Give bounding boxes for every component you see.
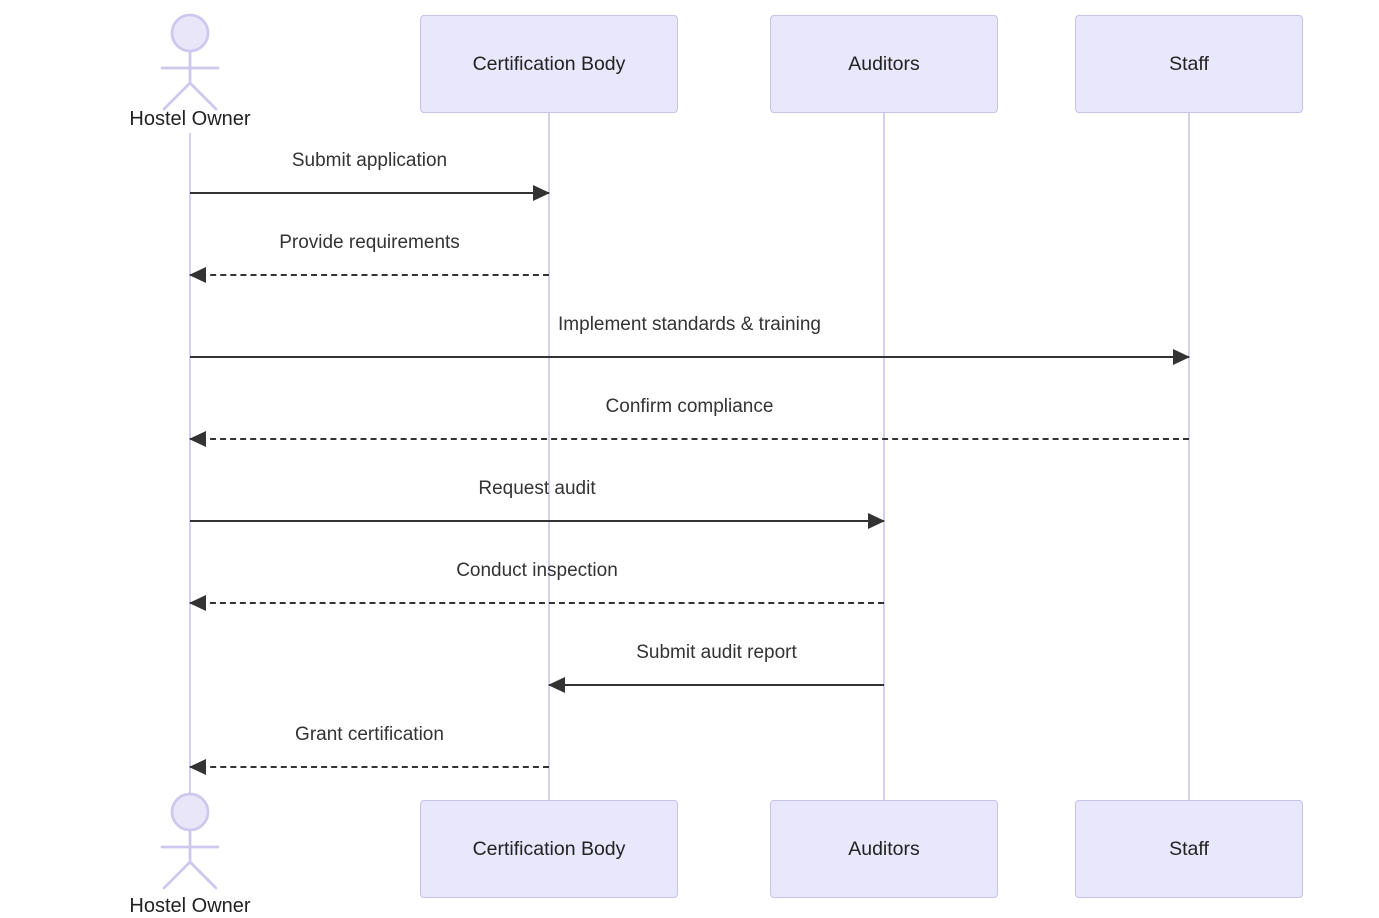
arrowhead-icon [1173, 349, 1190, 365]
message-label: Implement standards & training [558, 314, 821, 335]
actor-hostel-owner-top [145, 12, 235, 112]
actor-hostel-owner-bottom [145, 791, 235, 891]
actor-label-hostel-owner-top: Hostel Owner [129, 108, 251, 130]
message-label: Confirm compliance [605, 396, 774, 417]
message-label: Conduct inspection [456, 560, 618, 581]
message-line [190, 602, 884, 604]
message-submit-application: Submit application [190, 148, 550, 201]
arrowhead-icon [189, 431, 206, 447]
participant-label: Auditors [848, 837, 920, 860]
message-label: Submit application [291, 150, 448, 171]
message-line [190, 520, 884, 522]
message-line [190, 274, 549, 276]
message-conduct-inspection: Conduct inspection [189, 558, 884, 611]
message-line [190, 356, 1189, 358]
message-label: Submit audit report [636, 642, 797, 663]
message-label: Grant certification [295, 724, 444, 745]
message-confirm-compliance: Confirm compliance [189, 394, 1189, 447]
lifeline-staff [1188, 113, 1190, 800]
participant-certification-body-bottom: Certification Body [420, 800, 678, 898]
arrowhead-icon [548, 677, 565, 693]
person-icon [160, 792, 220, 890]
arrowhead-icon [533, 185, 550, 201]
participant-staff-top: Staff [1075, 15, 1303, 113]
participant-staff-bottom: Staff [1075, 800, 1303, 898]
message-line [549, 684, 884, 686]
participant-certification-body-top: Certification Body [420, 15, 678, 113]
message-line [190, 766, 549, 768]
participant-label: Certification Body [472, 837, 626, 860]
message-implement-standards-training: Implement standards & training [190, 312, 1190, 365]
message-label: Request audit [478, 478, 596, 499]
participant-label: Staff [1169, 837, 1209, 860]
participant-label: Staff [1169, 52, 1209, 75]
message-line [190, 192, 549, 194]
participant-auditors-top: Auditors [770, 15, 998, 113]
actor-label-hostel-owner-bottom: Hostel Owner [129, 895, 251, 917]
lifeline-hostel-owner [189, 133, 191, 793]
participant-label: Certification Body [472, 52, 626, 75]
participant-label: Auditors [848, 52, 920, 75]
arrowhead-icon [189, 759, 206, 775]
arrowhead-icon [189, 267, 206, 283]
message-submit-audit-report: Submit audit report [548, 640, 884, 693]
person-icon [160, 13, 220, 111]
message-line [190, 438, 1189, 440]
message-provide-requirements: Provide requirements [189, 230, 549, 283]
lifeline-auditors [883, 113, 885, 800]
arrowhead-icon [868, 513, 885, 529]
message-label: Provide requirements [279, 232, 460, 253]
arrowhead-icon [189, 595, 206, 611]
lifeline-certification-body [548, 113, 550, 800]
message-request-audit: Request audit [190, 476, 885, 529]
participant-auditors-bottom: Auditors [770, 800, 998, 898]
message-grant-certification: Grant certification [189, 722, 549, 775]
